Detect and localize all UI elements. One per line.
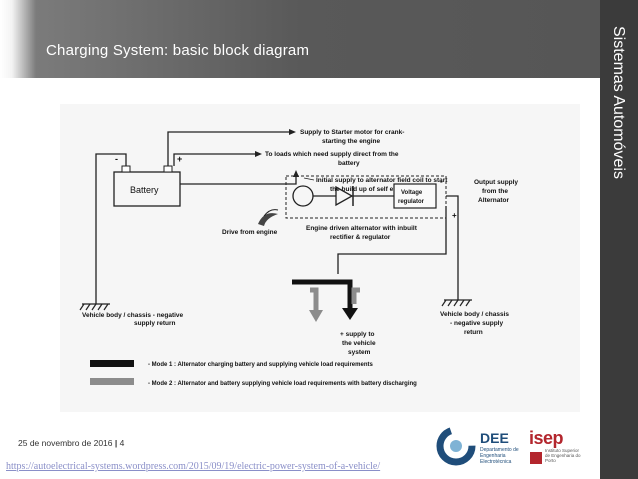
alternator-coil [292, 185, 314, 207]
battery-label: Battery [130, 185, 159, 195]
side-bar: Sistemas Automóveis [600, 0, 638, 479]
rectifier-diode [335, 185, 354, 207]
isep-seal-icon [530, 452, 542, 464]
dee-logo-text: DEE [480, 430, 509, 446]
voltage-regulator [393, 183, 437, 209]
side-title: Sistemas Automóveis [610, 26, 627, 179]
alt-label-1: Engine driven alternator with inbuilt [306, 225, 418, 232]
label-output-1: Output supply [474, 179, 518, 186]
label-loads-2: battery [338, 160, 360, 167]
vehicle-label-1: + supply to [340, 331, 375, 338]
legend-swatch-mode1 [90, 360, 134, 367]
slide-title: Charging System: basic block diagram [46, 42, 310, 59]
vehicle-label-2: the vehicle [342, 340, 376, 347]
ground-left-label-2: supply return [134, 320, 176, 327]
ground-right-label-3: return [464, 329, 483, 336]
drive-belt-icon [258, 213, 278, 226]
dee-logo-icon [436, 426, 476, 466]
ground-right-label-1: Vehicle body / chassis [440, 311, 509, 318]
battery-terminal-pos [163, 165, 173, 173]
legend-mode1-label: - Mode 1 : Alternator charging battery a… [148, 362, 373, 368]
footer-page-number: 4 [119, 438, 125, 448]
battery-minus: - [115, 154, 118, 164]
legend-mode2-label: - Mode 2 : Alternator and battery supply… [148, 381, 417, 387]
battery-box [113, 171, 181, 207]
alternator-box [285, 175, 447, 219]
isep-logo-subtitle: Instituto Superior de Engenharia do Port… [545, 448, 581, 463]
ground-right-label-2: - negative supply [450, 320, 503, 327]
block-diagram: Battery - + Vehicle body / chassis - neg… [60, 104, 580, 412]
footer-separator: | [114, 438, 118, 448]
source-link[interactable]: https://autoelectrical-systems.wordpress… [6, 461, 381, 472]
label-loads-1: To loads which need supply direct from t… [265, 151, 399, 158]
battery-terminal-neg [121, 165, 131, 173]
vehicle-label-3: system [348, 349, 371, 356]
label-starter-1: Supply to Starter motor for crank- [300, 129, 404, 136]
label-initial-2: the build up of self excitation [330, 186, 420, 193]
ground-left-label-1: Vehicle body / chassis - negative [82, 312, 184, 319]
alt-label-2: rectifier & regulator [330, 234, 391, 241]
footer-date: 25 de novembro de 2016 | 4 [18, 438, 124, 448]
header-band [0, 0, 600, 78]
label-output-3: Alternator [478, 197, 510, 204]
label-initial-1: Initial supply to alternator field coil … [316, 177, 448, 184]
regulator-label-2: regulator [398, 199, 425, 205]
dee-logo-subtitle: Departamento de Engenharia Electrotécnic… [480, 447, 519, 465]
ground-symbol-right [441, 299, 472, 307]
regulator-label-1: Voltage [401, 190, 423, 196]
isep-logo-text: isep [529, 428, 564, 448]
footer-date-text: 25 de novembro de 2016 [18, 438, 113, 448]
label-output-2: from the [482, 188, 508, 195]
mode1-arrow [292, 279, 353, 310]
alt-plus: + [452, 211, 457, 220]
alt-minus: - [440, 177, 443, 186]
label-starter-2: starting the engine [322, 138, 381, 145]
mode2-arrow [310, 287, 360, 312]
ground-symbol-left [79, 303, 110, 311]
legend-swatch-mode2 [90, 378, 134, 385]
battery-plus: + [177, 154, 182, 164]
drive-label: Drive from engine [222, 229, 278, 236]
